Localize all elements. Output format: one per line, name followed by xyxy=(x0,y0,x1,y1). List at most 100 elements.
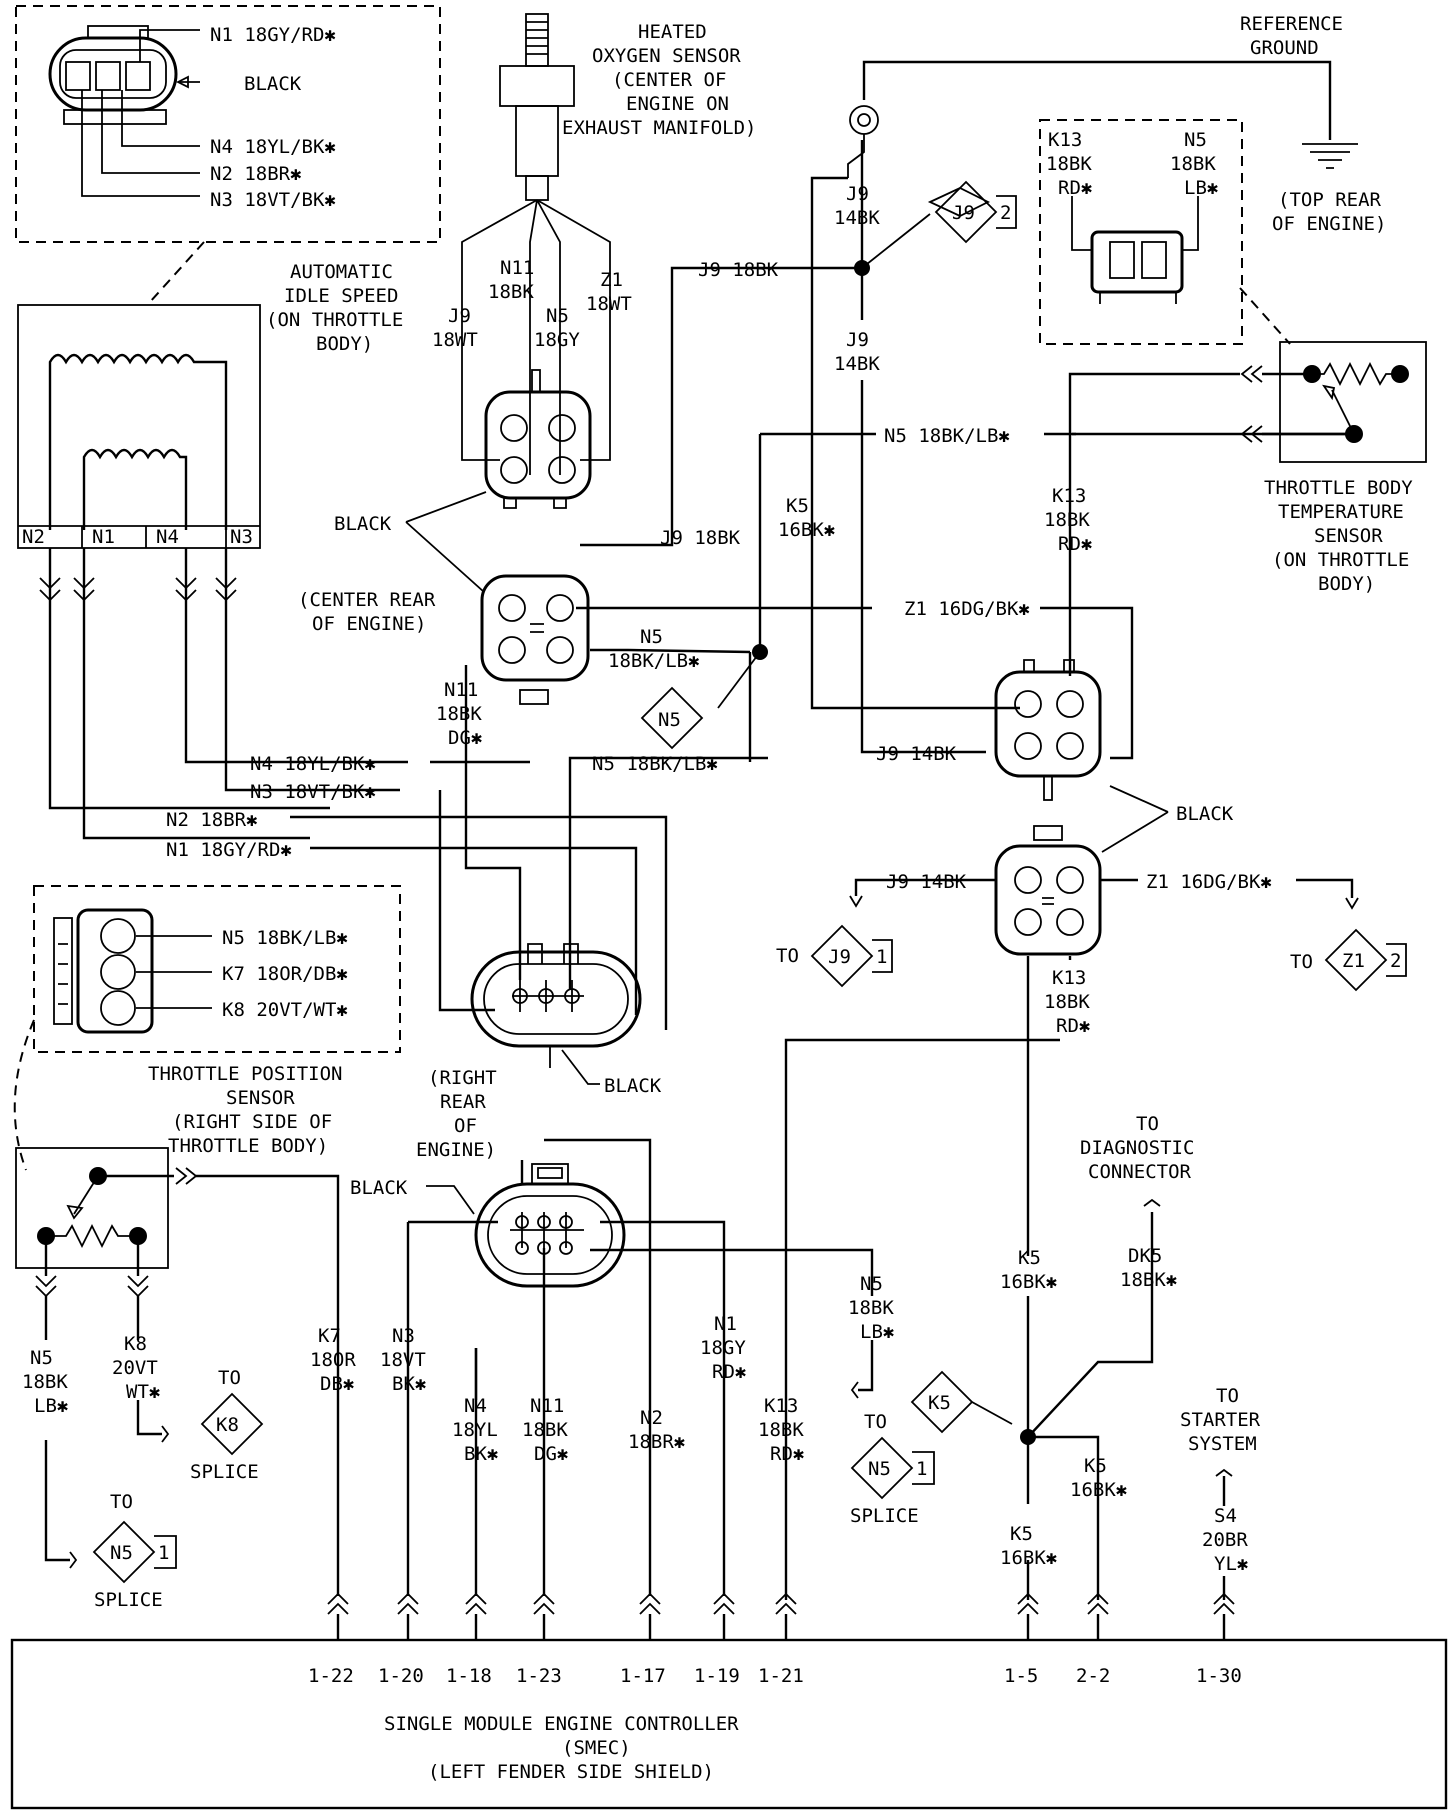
n3-pin-label: N3 xyxy=(230,526,253,548)
ais-title-2: IDLE SPEED xyxy=(284,285,398,307)
k13-low-3: RD✱ xyxy=(1056,1015,1090,1037)
j9-diamond: J9 1 xyxy=(810,924,893,988)
box-n5-1: N5 xyxy=(1184,129,1207,151)
n3-18vtbk-h: N3 18VT/BK✱ xyxy=(250,781,376,803)
n5-18bklb-h: N5 18BK/LB✱ xyxy=(592,753,718,775)
smec-title-1: SINGLE MODULE ENGINE CONTROLLER xyxy=(384,1713,739,1735)
right-connector-upper xyxy=(994,659,1102,801)
pin-1-20: 1-20 xyxy=(378,1665,424,1687)
n1-w-1: N1 xyxy=(714,1313,737,1335)
box-k13-2: 18BK xyxy=(1046,153,1092,175)
ais-title-3: (ON THROTTLE xyxy=(266,309,403,331)
j9-14bk-low: J9 14BK xyxy=(886,871,967,893)
tbt-title-2: TEMPERATURE xyxy=(1278,501,1404,523)
k8-3: WT✱ xyxy=(126,1381,160,1403)
j9-top-diamond-label: J9 xyxy=(952,202,975,224)
top-rear-1: (TOP REAR xyxy=(1278,189,1382,211)
pin-1-30: 1-30 xyxy=(1196,1665,1242,1687)
n11-w-2: 18BK xyxy=(522,1419,568,1441)
n2-18br-label: N2 18BR✱ xyxy=(210,163,302,185)
j9-14bk-top-2: 14BK xyxy=(834,207,880,229)
dk5-2: 18BK✱ xyxy=(1120,1269,1177,1291)
n2-w-1: N2 xyxy=(640,1407,663,1429)
ho2-n11-1: N11 xyxy=(500,257,534,279)
pin-1-5: 1-5 xyxy=(1004,1665,1038,1687)
n1-w-3: RD✱ xyxy=(712,1361,746,1383)
ho2-title-1: HEATED xyxy=(638,21,707,43)
n2-18br-h: N2 18BR✱ xyxy=(166,809,258,831)
ais-title-1: AUTOMATIC xyxy=(290,261,393,283)
n4-w-2: 18YL xyxy=(452,1419,498,1441)
j9-14bk-mid-1: J9 xyxy=(846,329,869,351)
k5-low-1: K5 xyxy=(1010,1523,1033,1545)
tbt-title-4: (ON THROTTLE xyxy=(1272,549,1409,571)
n5-spl-1: N5 xyxy=(860,1273,883,1295)
oxygen-sensor xyxy=(461,13,611,475)
center-rear-connector xyxy=(480,574,590,705)
k5-low-2: 16BK✱ xyxy=(1000,1547,1057,1569)
starter-3: SYSTEM xyxy=(1188,1433,1257,1455)
ais-title-4: BODY) xyxy=(316,333,373,355)
right-connector-lower xyxy=(994,825,1102,956)
j9-diamond-label: J9 xyxy=(828,946,851,968)
rr-3: OF xyxy=(454,1115,477,1137)
k5-r-1: K5 xyxy=(1084,1455,1107,1477)
to-n5-l: TO xyxy=(110,1491,133,1513)
j9-diamond-num: 1 xyxy=(876,946,887,968)
j9-top-diamond: J9 2 xyxy=(934,180,1017,244)
ho2-connector-upper xyxy=(484,369,592,509)
z1-diamond-label: Z1 xyxy=(1342,950,1365,972)
n5-left-diamond: N5 1 xyxy=(92,1520,177,1584)
s4-3: YL✱ xyxy=(1214,1553,1248,1575)
j9-top-diamond-num: 2 xyxy=(1000,202,1011,224)
n11-dg-3: DG✱ xyxy=(448,727,482,749)
n4-w-1: N4 xyxy=(464,1395,487,1417)
reference-1: REFERENCE xyxy=(1240,13,1343,35)
k8-1: K8 xyxy=(124,1333,147,1355)
top-rear-2: OF ENGINE) xyxy=(1272,213,1386,235)
tps-title-1: THROTTLE POSITION xyxy=(148,1063,342,1085)
black-label-2: BLACK xyxy=(1176,803,1234,825)
smec-input-chevrons xyxy=(327,1592,1235,1640)
n3-w-2: 18VT xyxy=(380,1349,426,1371)
n3-18vtbk-label: N3 18VT/BK✱ xyxy=(210,189,336,211)
diag-1: TO xyxy=(1136,1113,1159,1135)
k8-2: 20VT xyxy=(112,1357,158,1379)
ais-connector-detail: N1 18GY/RD✱ BLACK N4 18YL/BK✱ N2 18BR✱ N… xyxy=(15,5,441,243)
k13-r-2: 18BK xyxy=(1044,509,1090,531)
n5-l-3: LB✱ xyxy=(34,1395,68,1417)
ho2-title-5: EXHAUST MANIFOLD) xyxy=(562,117,756,139)
ho2-z1-2: 18WT xyxy=(586,293,632,315)
n1-w-2: 18GY xyxy=(700,1337,746,1359)
box-n5-3: LB✱ xyxy=(1184,177,1218,199)
box-k13-1: K13 xyxy=(1048,129,1082,151)
k5-up-2: 16BK✱ xyxy=(1000,1271,1057,1293)
starter-1: TO xyxy=(1216,1385,1239,1407)
reference-2: GROUND xyxy=(1250,37,1319,59)
tps-title-2: SENSOR xyxy=(226,1087,295,1109)
black-label-1: BLACK xyxy=(334,513,392,535)
ho2-j9-2: 18WT xyxy=(432,329,478,351)
k13-w-2: 18BK xyxy=(758,1419,804,1441)
ais-round-connector xyxy=(470,943,642,1085)
tbt-sensor xyxy=(1279,341,1427,463)
k5-diamond: K5 xyxy=(910,1370,1013,1434)
k8-diamond-label: K8 xyxy=(216,1414,239,1436)
n3-w-3: BK✱ xyxy=(392,1373,426,1395)
starter-2: STARTER xyxy=(1180,1409,1261,1431)
n5-18bklb-top: N5 18BK/LB✱ xyxy=(884,425,1010,447)
k5-16bk-2: 16BK✱ xyxy=(778,519,835,541)
k5-16bk-1: K5 xyxy=(786,495,809,517)
n1-pin-label: N1 xyxy=(92,526,115,548)
z1-diamond-num: 2 xyxy=(1390,950,1401,972)
black-label: BLACK xyxy=(244,73,302,95)
black-label-4: BLACK xyxy=(350,1177,408,1199)
n5-right-diamond-num: 1 xyxy=(916,1458,927,1480)
tps-title-3: (RIGHT SIDE OF xyxy=(172,1111,332,1133)
to-n5-r: TO xyxy=(864,1411,887,1433)
s4-1: S4 xyxy=(1214,1505,1237,1527)
ho2-n5-2: 18GY xyxy=(534,329,580,351)
j9-14bk-h: J9 14BK xyxy=(876,743,957,765)
center-rear-1: (CENTER REAR xyxy=(298,589,436,611)
n4-w-3: BK✱ xyxy=(464,1443,498,1465)
